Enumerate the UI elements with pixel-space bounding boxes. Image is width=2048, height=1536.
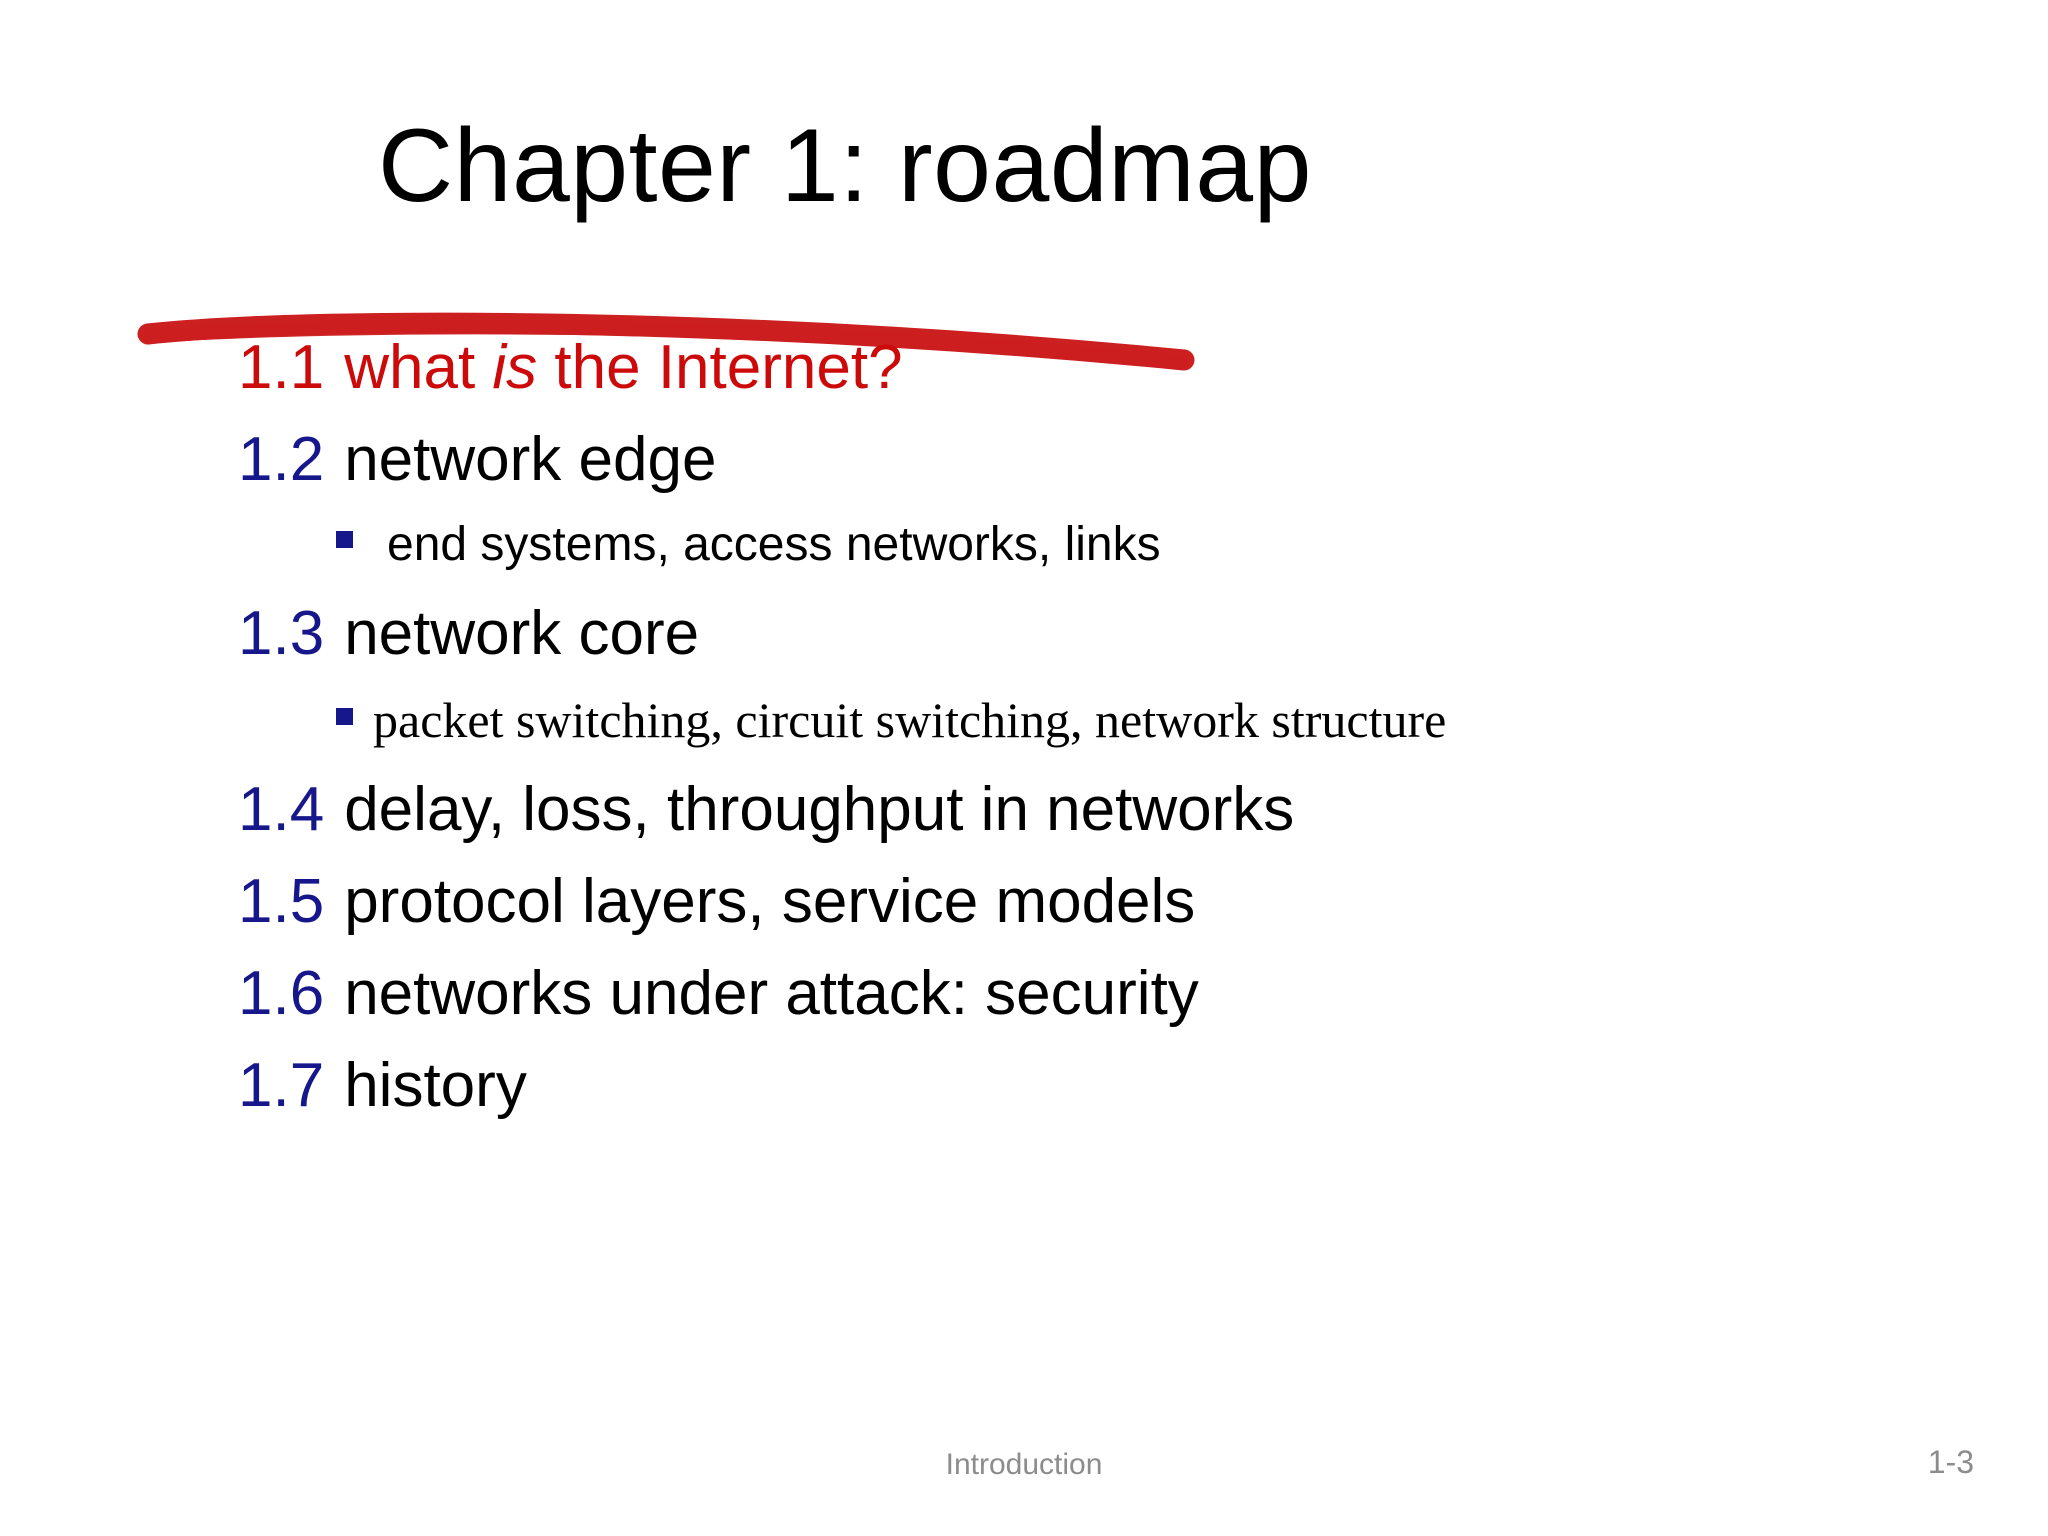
- roadmap-item-number: 1.1: [238, 333, 325, 402]
- roadmap-item-label: network edge: [344, 425, 717, 494]
- roadmap-item-number: 1.7: [238, 1051, 325, 1120]
- roadmap-item-1-2[interactable]: 1.2 network edge: [238, 429, 2018, 491]
- square-bullet-icon: [336, 531, 353, 548]
- roadmap-item-number: 1.2: [238, 425, 325, 494]
- roadmap-item-label: network core: [344, 599, 700, 668]
- roadmap-subitem-label: packet switching, circuit switching, net…: [373, 692, 1447, 748]
- roadmap-item-label: what is the Internet?: [344, 337, 902, 399]
- title-block: Chapter 1: roadmap: [0, 108, 2048, 371]
- roadmap-subitem-packet-switching[interactable]: packet switching, circuit switching, net…: [336, 695, 2018, 745]
- roadmap-item-label: protocol layers, service models: [344, 867, 1196, 936]
- roadmap-item-1-3[interactable]: 1.3 network core: [238, 603, 2018, 665]
- roadmap-item-number: 1.4: [238, 775, 325, 844]
- square-bullet-icon: [336, 708, 353, 725]
- roadmap-item-number: 1.3: [238, 599, 325, 668]
- roadmap-item-label: networks under attack: security: [344, 959, 1199, 1028]
- roadmap-item-number: 1.5: [238, 867, 325, 936]
- roadmap-subitem-label: end systems, access networks, links: [387, 518, 1161, 571]
- roadmap-subitem-end-systems[interactable]: end systems, access networks, links: [336, 521, 2018, 569]
- roadmap-item-label: history: [344, 1051, 527, 1120]
- roadmap-item-label: delay, loss, throughput in networks: [344, 775, 1295, 844]
- roadmap-item-1-6[interactable]: 1.6 networks under attack: security: [238, 963, 2018, 1025]
- label-emphasis: is: [492, 333, 538, 402]
- roadmap-item-1-5[interactable]: 1.5 protocol layers, service models: [238, 871, 2018, 933]
- roadmap-item-1-7[interactable]: 1.7 history: [238, 1055, 2018, 1117]
- roadmap-item-1-4[interactable]: 1.4 delay, loss, throughput in networks: [238, 779, 2018, 841]
- footer-chapter-label: Introduction: [945, 1448, 1103, 1481]
- label-pre: what: [344, 333, 493, 402]
- footer-page-number: 1-3: [1927, 1444, 1974, 1480]
- page-title: Chapter 1: roadmap: [378, 108, 1312, 224]
- roadmap-item-number: 1.6: [238, 959, 325, 1028]
- label-post: the Internet?: [537, 333, 903, 402]
- roadmap-list: 1.1 what is the Internet? 1.2 network ed…: [238, 337, 2018, 1147]
- roadmap-item-1-1[interactable]: 1.1 what is the Internet?: [238, 337, 2018, 399]
